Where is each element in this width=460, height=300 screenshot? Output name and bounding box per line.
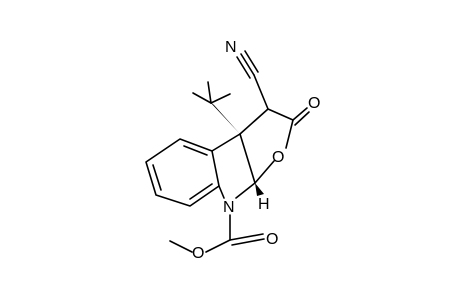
tbutyl-c1-me3	[207, 81, 212, 104]
bond-c3a-c8b	[211, 133, 241, 152]
bond-c2-o1	[285, 119, 294, 149]
bond-carbamate-c-o-double	[229, 233, 264, 241]
benzene-double-bond	[189, 183, 213, 200]
tbutyl-c1-me1	[192, 92, 212, 104]
carbamate-carbonyl-oxygen-label: O	[266, 231, 278, 248]
bond-c2-carbonyl-o-second	[294, 111, 310, 126]
bond-c2-carbonyl-o	[292, 107, 308, 121]
bond-c8b-c3	[239, 108, 269, 135]
nitrile-nitrogen-label: N	[225, 39, 237, 56]
bond-o1-c8a	[254, 160, 275, 184]
bond-n8-c7a	[218, 185, 225, 199]
stereo-wedge-h	[255, 183, 264, 196]
tbutyl-c1-me2	[210, 93, 231, 104]
lactone-carbonyl-oxygen-label: O	[308, 95, 320, 112]
bond-c3-cn	[253, 74, 269, 110]
nitrile-triple-bond	[240, 53, 255, 76]
stereo-wedge-tbutyl	[209, 101, 240, 134]
bond-carbamate-c-ester-o	[205, 239, 231, 253]
bond-c8b-c8a	[239, 133, 256, 184]
bonds	[145, 50, 310, 253]
stereo-hydrogen-label: H	[258, 196, 270, 213]
benzene-ring	[145, 138, 220, 207]
nitrile-triple-bond	[236, 56, 251, 79]
bond-ester-o-methyl	[169, 240, 193, 253]
nitrile-triple-bond	[244, 50, 259, 73]
ring-oxygen-label: O	[272, 149, 284, 166]
ester-oxygen-label: O	[192, 245, 204, 262]
bond-c3-c2	[267, 108, 294, 121]
bond-c8a-n8	[235, 182, 256, 199]
benzene-double-bond	[152, 164, 162, 191]
bond-carbamate-c-o-double-second	[231, 238, 265, 246]
indoline-nitrogen-label: N	[223, 199, 235, 216]
benzene-double-bond	[183, 145, 208, 156]
